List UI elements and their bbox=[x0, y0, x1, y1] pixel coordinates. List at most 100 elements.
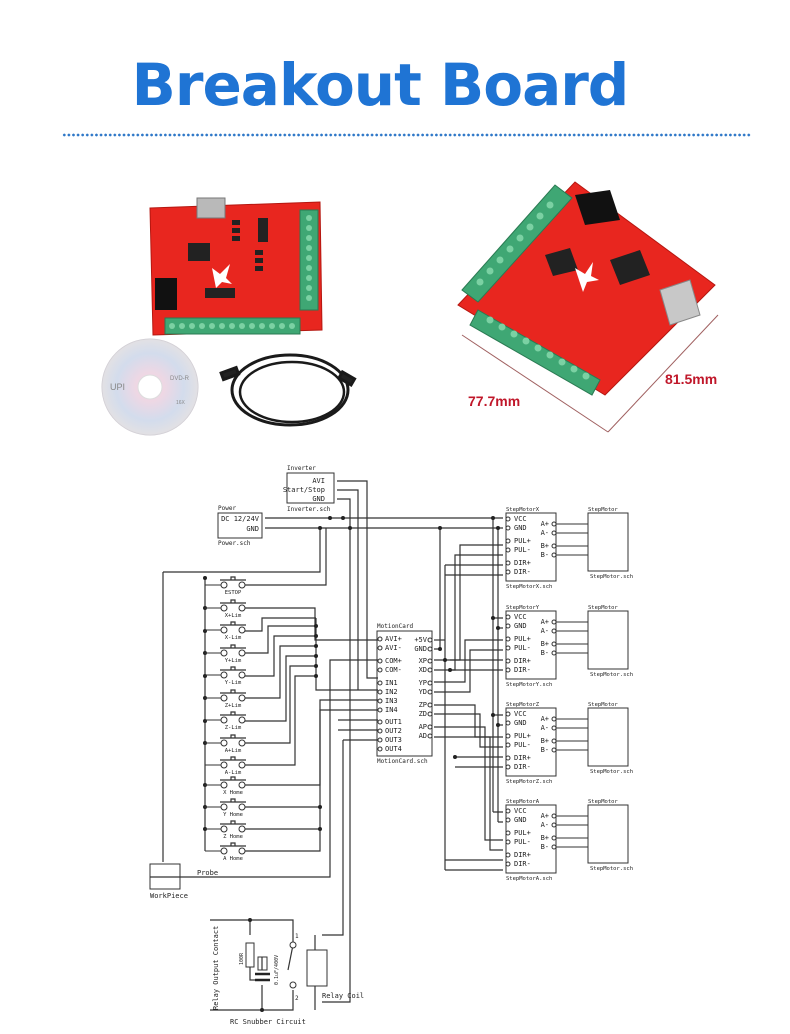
driver-title: StepMotorY bbox=[506, 605, 540, 611]
pin-label: DIR+ bbox=[514, 851, 531, 859]
switch-label: ESTOP bbox=[225, 590, 242, 596]
pin-label: IN1 bbox=[385, 679, 398, 687]
page-title: Breakout Board bbox=[131, 51, 630, 119]
kit-photo: UPI DVD-R 16X bbox=[101, 197, 357, 436]
motion-card-file: MotionCard.sch bbox=[377, 758, 428, 765]
pin-label: GND bbox=[312, 495, 325, 503]
motion-card-block: MotionCard AVI+AVI-COM+COM-IN1IN2IN3IN4O… bbox=[376, 623, 433, 765]
pin-label: GND bbox=[514, 524, 527, 532]
motor-title: StepMotor bbox=[588, 799, 618, 805]
resistor-value: 100R bbox=[239, 952, 245, 965]
width-dimension-line bbox=[461, 334, 609, 433]
dimension-photo: 77.7mm 81.5mm bbox=[457, 181, 719, 433]
pin-label: B+ bbox=[541, 834, 549, 842]
wires bbox=[150, 480, 503, 1011]
workpiece-block: WorkPiece Probe bbox=[149, 863, 218, 900]
contact-2-label: 2 bbox=[295, 995, 299, 1002]
mcu-chip bbox=[188, 243, 210, 261]
switch-label: Z Home bbox=[223, 834, 243, 840]
dotted-divider bbox=[62, 132, 752, 138]
pin-label: OUT1 bbox=[385, 718, 402, 726]
pin-label: DIR- bbox=[514, 763, 531, 771]
pin-label: VCC bbox=[514, 807, 527, 815]
pin-label: GND bbox=[514, 719, 527, 727]
pin-label: COM+ bbox=[385, 657, 402, 665]
push-switch: A Home bbox=[205, 842, 246, 862]
pin-label: DIR+ bbox=[514, 754, 531, 762]
pin-label: DIR- bbox=[514, 860, 531, 868]
stepper-driver-stepmotory: StepMotorYVCCGNDPUL+PUL-DIR+DIR-A+A-B+B-… bbox=[505, 605, 633, 688]
pin-label: B- bbox=[541, 746, 549, 754]
power-block: Power DC 12/24V GND Power.sch bbox=[217, 505, 263, 547]
pin-label: PUL- bbox=[514, 546, 531, 554]
pin-label: B- bbox=[541, 843, 549, 851]
pin-label: OUT2 bbox=[385, 727, 402, 735]
pin-label: AVI+ bbox=[385, 635, 402, 643]
pin-label: PUL- bbox=[514, 741, 531, 749]
motor-file: StepMotor.sch bbox=[590, 574, 633, 580]
height-dimension-label: 81.5mm bbox=[665, 371, 717, 387]
product-photos: UPI DVD-R 16X 77.7mm 81.5mm bbox=[101, 181, 719, 436]
motor-file: StepMotor.sch bbox=[590, 769, 633, 775]
power-title: Power bbox=[218, 505, 236, 512]
pin-label: A- bbox=[541, 627, 549, 635]
pin-label: A- bbox=[541, 529, 549, 537]
stepper-driver-stepmotorz: StepMotorZVCCGNDPUL+PUL-DIR+DIR-A+A-B+B-… bbox=[505, 702, 633, 785]
switch-label: X+Lim bbox=[225, 613, 242, 619]
width-dimension-label: 77.7mm bbox=[468, 393, 520, 409]
relay-coil bbox=[306, 949, 328, 987]
probe-label: Probe bbox=[197, 869, 218, 877]
motor-file: StepMotor.sch bbox=[590, 672, 633, 678]
switch-label: X-Lim bbox=[225, 635, 242, 641]
driver-title: StepMotorX bbox=[506, 507, 540, 513]
relay-coil-label: Relay Coil bbox=[322, 992, 364, 1000]
logo-bird-icon-large bbox=[575, 262, 599, 292]
push-switch: A+Lim bbox=[205, 734, 246, 754]
resistor bbox=[245, 942, 255, 968]
pin-label: GND bbox=[246, 525, 259, 533]
driver-file: StepMotorY.sch bbox=[506, 682, 552, 688]
pin-label: VCC bbox=[514, 710, 527, 718]
power-file: Power.sch bbox=[218, 540, 251, 547]
mcu-chip-large bbox=[610, 250, 650, 285]
pin-label: OUT3 bbox=[385, 736, 402, 744]
pin-label: PUL- bbox=[514, 644, 531, 652]
push-switch: X-Lim bbox=[205, 621, 246, 641]
pin-label: DIR+ bbox=[514, 657, 531, 665]
switch-label: A+Lim bbox=[225, 748, 242, 754]
logo-bird-icon bbox=[212, 264, 232, 288]
motion-card-title: MotionCard bbox=[377, 623, 414, 630]
stepper-driver-stepmotora: StepMotorAVCCGNDPUL+PUL-DIR+DIR-A+A-B+B-… bbox=[505, 799, 633, 882]
height-dimension-line bbox=[607, 314, 719, 433]
switch-label: X Home bbox=[223, 790, 243, 796]
rc-snubber-circuit: 100R 0.1uF/400V Relay Output Contact 1 2… bbox=[212, 926, 364, 1026]
pin-label: GND bbox=[414, 645, 427, 653]
limit-switches: ESTOPX+LimX-LimY+LimY-LimZ+LimZ-LimA+Lim… bbox=[205, 576, 246, 862]
switch-label: Z+Lim bbox=[225, 703, 242, 709]
pin-label: B- bbox=[541, 649, 549, 657]
switch-label: A-Lim bbox=[225, 770, 242, 776]
usb-cable bbox=[219, 353, 357, 427]
pin-label: GND bbox=[514, 816, 527, 824]
cd-label-dvd: DVD-R bbox=[170, 376, 190, 382]
push-switch: Y Home bbox=[205, 798, 246, 818]
idc-header-large bbox=[575, 190, 620, 225]
switch-label: Y-Lim bbox=[225, 680, 242, 686]
motor-file: StepMotor.sch bbox=[590, 866, 633, 872]
pin-label: A+ bbox=[541, 520, 549, 528]
pin-label: AVI- bbox=[385, 644, 402, 652]
push-switch: Z-Lim bbox=[205, 711, 246, 731]
pin-label: VCC bbox=[514, 515, 527, 523]
driver-file: StepMotorA.sch bbox=[506, 876, 552, 882]
motor-title: StepMotor bbox=[588, 702, 618, 708]
motor-title: StepMotor bbox=[588, 605, 618, 611]
driver-title: StepMotorA bbox=[506, 799, 540, 805]
pin-label: AP bbox=[419, 723, 427, 731]
switch-label: Z-Lim bbox=[225, 725, 242, 731]
usb-port bbox=[196, 197, 226, 219]
pin-label: B+ bbox=[541, 542, 549, 550]
